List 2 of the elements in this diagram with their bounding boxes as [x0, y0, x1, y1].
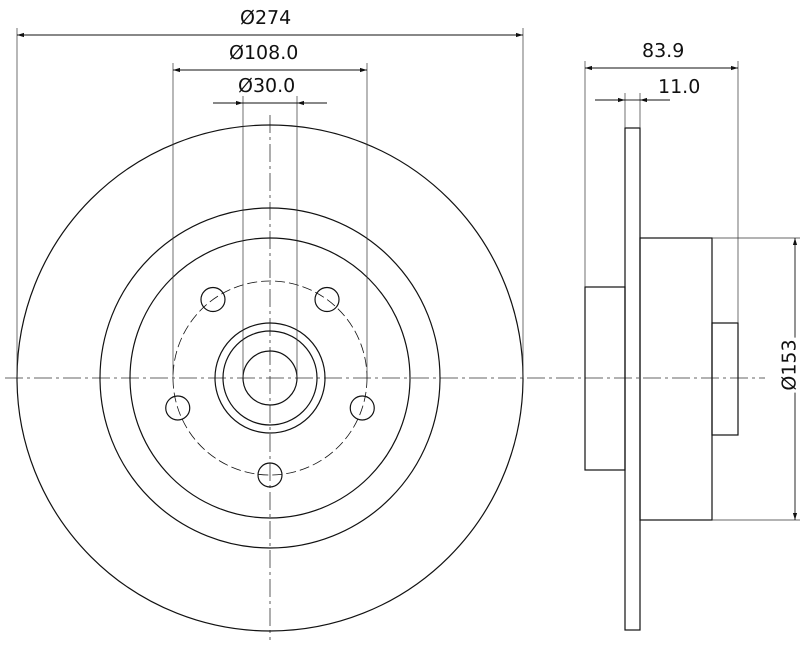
- dimension-label: Ø274: [238, 8, 294, 28]
- dimension-label: Ø108.0: [227, 43, 300, 63]
